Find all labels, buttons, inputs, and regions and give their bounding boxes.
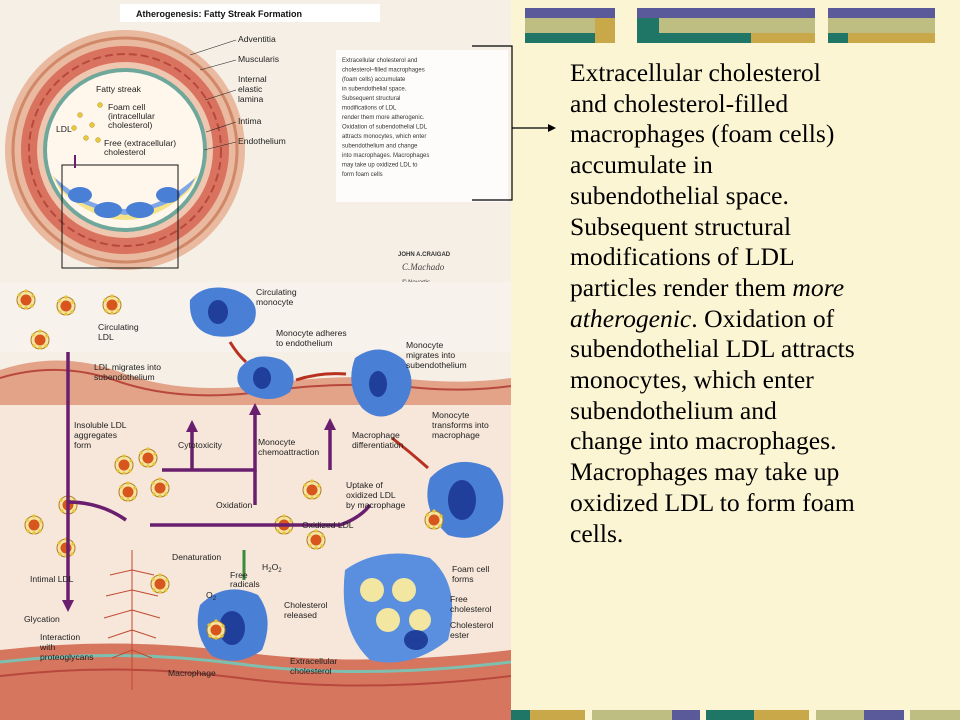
label-h2o2: H2O2 xyxy=(262,562,282,574)
inset-caption: Extracellular cholesterol and cholestero… xyxy=(342,58,431,178)
description-line: oxidized LDL to form foam xyxy=(570,487,855,517)
bracket-arrow xyxy=(472,45,556,201)
description-line: subendothelial LDL attracts xyxy=(570,334,855,364)
label-ldl-lumen: LDL xyxy=(56,124,72,134)
label-fatty-streak: Fatty streak xyxy=(96,84,142,94)
description-line: monocytes, which enter xyxy=(570,365,814,395)
svg-text:JOHN A.CRAIGAD: JOHN A.CRAIGAD xyxy=(398,252,451,258)
emphasis-more: more xyxy=(792,272,845,302)
description-line: Extracellular cholesterol xyxy=(570,58,821,87)
description-line-rest: . Oxidation of xyxy=(691,303,835,333)
label-cytotoxicity: Cytotoxicity xyxy=(178,440,223,450)
description-line: modifications of LDL xyxy=(570,242,795,272)
description-line: subendothelium and xyxy=(570,395,777,425)
description-line: accumulate in xyxy=(570,150,713,180)
figure-title: Atherogenesis: Fatty Streak Formation xyxy=(136,9,302,19)
atherogenesis-illustration: Atherogenesis: Fatty Streak Formation Ad… xyxy=(0,0,511,720)
description-line: macrophages (foam cells) xyxy=(570,119,835,149)
description-line-with-emphasis: particles render them more xyxy=(570,272,845,302)
label-oxidation: Oxidation xyxy=(216,500,253,510)
emphasis-atherogenic: atherogenic xyxy=(570,303,692,333)
pathway-arrows xyxy=(66,352,372,600)
decorative-footer-blocks xyxy=(510,710,960,720)
transition-arrows xyxy=(228,341,429,470)
illustration-svg: Atherogenesis: Fatty Streak Formation Ad… xyxy=(0,4,511,720)
svg-text:C.Machado: C.Machado xyxy=(402,262,445,272)
description-line: change into macrophages. xyxy=(570,426,837,456)
label-o2: O2 xyxy=(206,590,217,602)
label-macrophage: Macrophage xyxy=(168,668,216,678)
label-muscularis: Muscularis xyxy=(238,54,279,64)
monocytes xyxy=(189,287,504,663)
artist-signature: JOHN A.CRAIGAD C.Machado © Novartis xyxy=(398,252,451,286)
figure-title-box xyxy=(120,4,380,22)
label-endothelium: Endothelium xyxy=(238,136,286,146)
label-adventitia: Adventitia xyxy=(238,34,276,44)
magnified-region-box xyxy=(61,164,179,269)
label-oxidized-ldl: Oxidized LDL xyxy=(302,520,354,530)
inset-caption-box xyxy=(336,50,508,202)
decorative-header-blocks xyxy=(525,8,935,43)
label-intima: Intima xyxy=(238,116,262,126)
description-text: Extracellular cholesterol and cholestero… xyxy=(570,58,942,549)
label-denaturation: Denaturation xyxy=(172,552,221,562)
proteoglycan-fibrils xyxy=(103,550,161,690)
label-glycation: Glycation xyxy=(24,614,60,624)
description-line: Subsequent structural xyxy=(570,211,792,241)
artery-cross-section xyxy=(5,30,245,270)
description-line: subendothelial space. xyxy=(570,180,789,210)
description-line: cells. xyxy=(570,518,624,548)
description-line-with-emphasis: atherogenic. Oxidation of xyxy=(570,304,942,335)
description-line: and cholesterol-filled xyxy=(570,88,789,118)
label-intimal-ldl: Intimal LDL xyxy=(30,574,74,584)
description-line: Macrophages may take up xyxy=(570,457,840,487)
label-free-cholesterol: Free (extracellular)cholesterol xyxy=(104,138,176,157)
